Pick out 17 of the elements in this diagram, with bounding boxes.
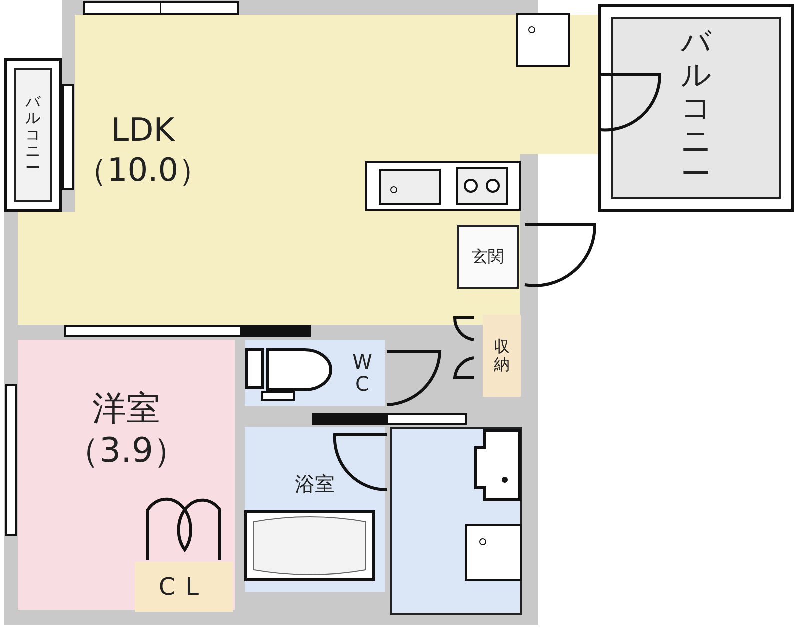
room-label: CL [158,572,210,602]
room-label: 洋室 [92,388,160,430]
balcony [4,58,62,212]
room-label: 玄関 [472,247,504,267]
room-label: WC [352,351,372,395]
room-label: LDK [111,110,175,150]
balcony [598,4,794,212]
room-label: 浴室 [295,472,335,497]
room-label: （10.0） [75,150,211,190]
room-label: 収納 [494,338,510,374]
room-label: （3.9） [65,430,188,472]
western-room [18,340,235,610]
entrance [457,225,519,289]
closet [135,562,233,612]
room-label: バルコニー [681,26,711,190]
storage-closet [483,315,521,397]
room-label: バルコニー [26,94,40,176]
